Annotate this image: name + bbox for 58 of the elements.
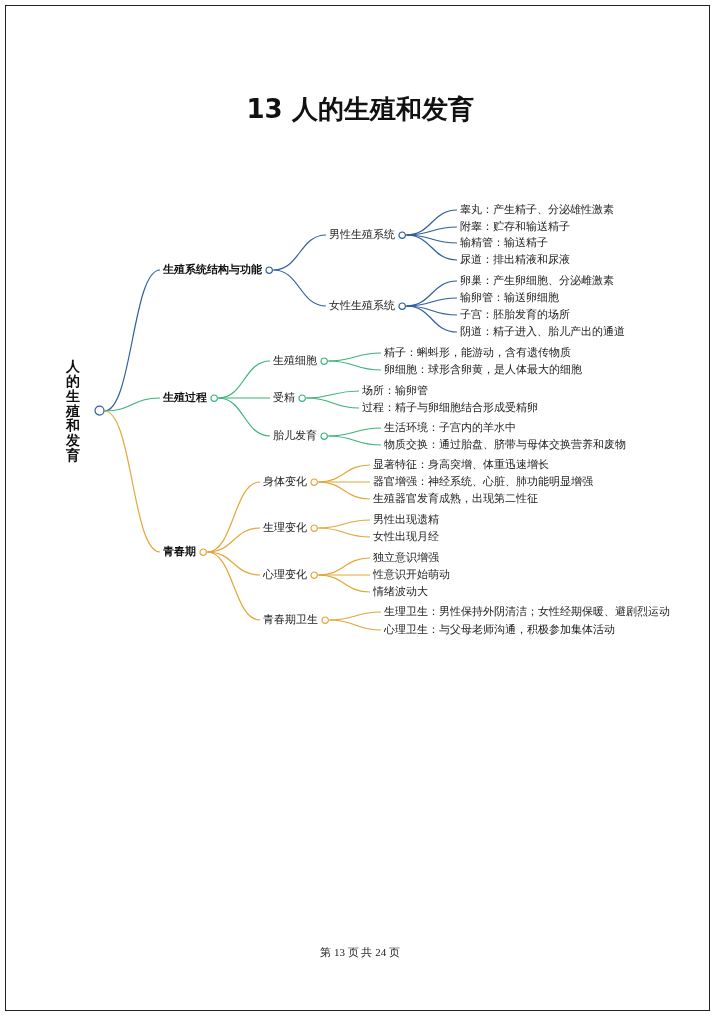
branch-line xyxy=(206,551,261,621)
topic-label: 青春期卫生 xyxy=(263,613,318,627)
topic-label: 情绪波动大 xyxy=(373,585,428,599)
topic-label: 精子：蝌蚪形，能游动，含有遗传物质 xyxy=(384,346,571,360)
topic-label: 男性生殖系统 xyxy=(329,228,395,242)
branch-line xyxy=(327,360,382,371)
topic-label: 身体变化 xyxy=(263,475,307,489)
topic-label: 生理变化 xyxy=(263,521,307,535)
topic-label: 独立意识增强 xyxy=(373,551,439,565)
page-title: 13 人的生殖和发育 xyxy=(245,93,475,126)
branch-line xyxy=(217,397,271,437)
branch-line xyxy=(317,574,371,593)
topic-label: 过程：精子与卵细胞结合形成受精卵 xyxy=(362,401,538,415)
topic-label: 生活环境：子宫内的羊水中 xyxy=(384,421,516,435)
branch-line xyxy=(103,410,161,553)
topic-label: 胎儿发育 xyxy=(273,429,317,443)
branch-line xyxy=(328,619,382,631)
branch-line xyxy=(405,234,458,261)
topic-label: 心理卫生：与父母老师沟通，积极参加集体活动 xyxy=(384,623,615,637)
topic-label: 卵细胞：球形含卵黄，是人体最大的细胞 xyxy=(384,363,582,377)
page-number: 第 13 页 共 24 页 xyxy=(319,945,401,960)
topic-label: 附睾：贮存和输送精子 xyxy=(460,220,570,234)
branch-line xyxy=(327,435,382,446)
topic-label: 尿道：排出精液和尿液 xyxy=(460,253,570,267)
topic-label: 卵巢：产生卵细胞、分泌雌激素 xyxy=(460,274,614,288)
branch-line xyxy=(405,305,458,333)
branch-line xyxy=(305,397,360,409)
topic-label: 器官增强：神经系统、心脏、肺功能明显增强 xyxy=(373,475,593,489)
branch-topic: 生殖过程 xyxy=(163,391,207,405)
topic-label: 生理卫生：男性保持外阴清洁；女性经期保暖、避剧烈运动 xyxy=(384,605,670,619)
branch-line xyxy=(272,269,327,307)
topic-label: 男性出现遗精 xyxy=(373,513,439,527)
topic-label: 输卵管：输送卵细胞 xyxy=(460,291,559,305)
topic-label: 阴道：精子进入、胎儿产出的通道 xyxy=(460,325,625,339)
topic-label: 心理变化 xyxy=(263,568,307,582)
branch-topic: 生殖系统结构与功能 xyxy=(163,263,262,277)
branch-line xyxy=(206,551,261,576)
topic-label: 生殖细胞 xyxy=(273,354,317,368)
topic-label: 睾丸：产生精子、分泌雄性激素 xyxy=(460,203,614,217)
branch-line xyxy=(272,234,327,271)
topic-label: 输精管：输送精子 xyxy=(460,236,548,250)
branch-line xyxy=(317,527,371,538)
branch-topic: 青春期 xyxy=(163,545,196,559)
branch-line xyxy=(317,481,371,483)
topic-label: 物质交换：通过胎盘、脐带与母体交换营养和废物 xyxy=(384,438,626,452)
branch-line xyxy=(217,397,271,399)
topic-label: 显著特征：身高突增、体重迅速增长 xyxy=(373,458,549,472)
branch-line xyxy=(317,481,371,500)
topic-label: 场所：输卵管 xyxy=(362,384,428,398)
root-topic: 人的生殖和发育 xyxy=(66,359,80,463)
topic-label: 女性出现月经 xyxy=(373,530,439,544)
topic-label: 性意识开始萌动 xyxy=(373,568,450,582)
topic-label: 子宫：胚胎发育的场所 xyxy=(460,308,570,322)
topic-label: 受精 xyxy=(273,391,295,405)
topic-label: 生殖器官发育成熟，出现第二性征 xyxy=(373,492,538,506)
topic-label: 女性生殖系统 xyxy=(329,299,395,313)
branch-line xyxy=(103,397,161,412)
branch-line xyxy=(317,574,371,576)
